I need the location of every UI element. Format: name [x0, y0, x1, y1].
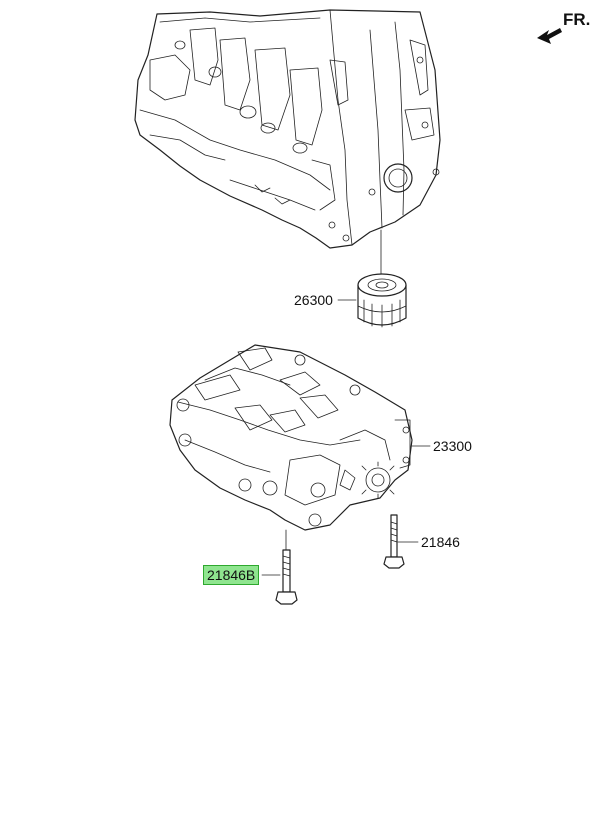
- front-direction-label: FR.: [563, 10, 591, 29]
- part-label-balance-shaft-module[interactable]: 23300: [433, 438, 472, 454]
- oil-filter-drawing: [357, 273, 407, 328]
- part-label-bolt-right[interactable]: 21846: [421, 534, 460, 550]
- engine-block-drawing: [134, 9, 441, 249]
- front-direction-arrow-icon: [537, 28, 562, 44]
- bolt-left-drawing: [275, 529, 298, 605]
- bolt-right-drawing: [383, 514, 405, 569]
- balance-shaft-module-drawing: [169, 344, 413, 531]
- part-label-bolt-highlighted[interactable]: 21846B: [203, 565, 260, 585]
- part-label-oil-filter[interactable]: 26300: [294, 292, 333, 308]
